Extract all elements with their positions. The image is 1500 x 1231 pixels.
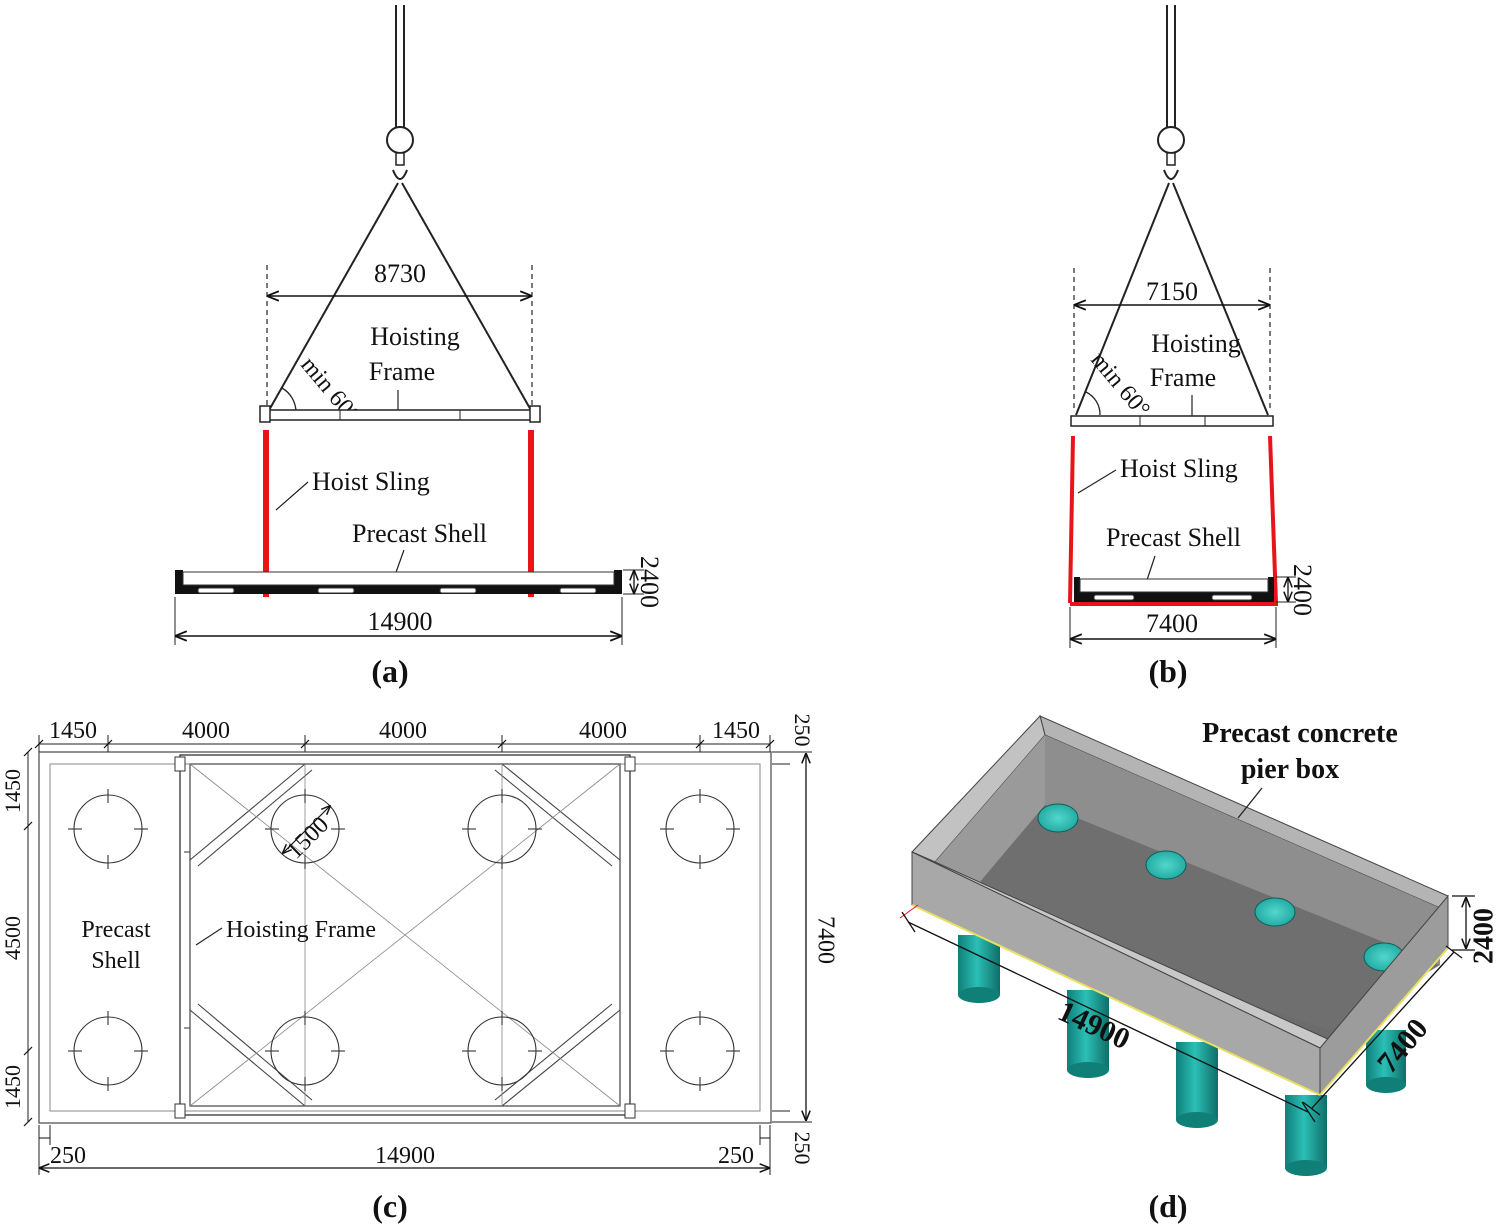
crane-hook-ball [386, 126, 414, 154]
pile [1366, 1030, 1406, 1093]
pile-hole [265, 1011, 345, 1091]
pile-hole [660, 789, 740, 869]
pile-cap [1037, 803, 1079, 833]
dim-left-1: 1450 [0, 769, 25, 813]
pile-hole [68, 789, 148, 869]
dim-left-2: 4500 [0, 916, 25, 960]
dim-top-3: 4000 [379, 718, 427, 744]
dim-8730: 8730 [374, 259, 426, 288]
pile [1285, 1095, 1327, 1176]
dim-3d-2400: 2400 [1468, 908, 1499, 964]
crane-hook-ball [1157, 126, 1185, 154]
upper-sling-left [1075, 182, 1170, 416]
length-14900: 14900 [368, 607, 433, 636]
caption-d: (d) [1148, 1188, 1187, 1224]
piles [958, 935, 1406, 1176]
panel-a: 8730 Hoisting Frame min 60° Hoist Sling … [174, 5, 664, 689]
dim-bottom-right-250: 250 [718, 1143, 754, 1169]
precast-shell-label: Precast Shell [352, 519, 487, 548]
panel-c: 1500 Precast Shell Hoisting Frame 1450 4… [0, 714, 838, 1225]
hoisting-frame-label: Hoisting Frame [226, 917, 376, 943]
width-7400: 7400 [1146, 609, 1198, 638]
dim-right-7400: 7400 [812, 916, 838, 964]
pier-box-title-line2: pier box [1241, 754, 1339, 785]
hoist-sling-right [1268, 435, 1278, 604]
pile-hole [462, 789, 542, 869]
precast-shell-side [175, 570, 622, 594]
hoist-sling-label: Hoist Sling [1120, 454, 1238, 483]
angle-min-60: min 60° [1085, 347, 1154, 423]
dim-top-1: 1450 [49, 718, 97, 744]
caption-c: (c) [372, 1188, 408, 1224]
hoisting-frame-label-line1: Hoisting [370, 322, 460, 351]
pile [958, 935, 1000, 1003]
pile-cap [1145, 850, 1187, 880]
dim-bottom-left-250: 250 [50, 1143, 86, 1169]
height-2400: 2400 [635, 556, 664, 608]
dim-top-2: 4000 [182, 718, 230, 744]
height-2400: 2400 [1288, 564, 1317, 616]
dim-7150: 7150 [1146, 277, 1198, 306]
hoisting-frame-end [1070, 415, 1274, 427]
panel-d: 14900 7400 2400 Precast concrete pier bo… [899, 715, 1499, 1224]
pile-holes [68, 789, 740, 1091]
dim-left-3: 1450 [0, 1065, 25, 1109]
pier-box-title-line1: Precast concrete [1202, 718, 1398, 749]
pile [1067, 990, 1109, 1078]
dim-right-bottom-250: 250 [790, 1132, 815, 1165]
dim-bottom-14900: 14900 [375, 1143, 435, 1169]
hoisting-frame-side [261, 409, 539, 421]
pile-hole [265, 789, 345, 869]
precast-shell-label-line2: Shell [91, 948, 141, 974]
dim-top-right-250: 250 [790, 714, 815, 747]
pile-hole [462, 1011, 542, 1091]
pile-hole [68, 1011, 148, 1091]
precast-shell-label-line1: Precast [81, 917, 151, 943]
caption-a: (a) [371, 653, 408, 689]
shell-outline [38, 751, 772, 1124]
precast-shell-label: Precast Shell [1106, 523, 1241, 552]
pile-hole [660, 1011, 740, 1091]
dim-top-5: 1450 [712, 718, 760, 744]
caption-b: (b) [1148, 653, 1187, 689]
pile-cap [1254, 897, 1296, 927]
hoisting-frame-label-line1: Hoisting [1151, 329, 1241, 358]
hoisting-frame-label-line2: Frame [1150, 363, 1216, 392]
pile-diameter-1500: 1500 [282, 812, 334, 864]
dim-top-4: 4000 [579, 718, 627, 744]
hoisting-frame-plan [179, 754, 631, 1116]
panel-b: 7150 Hoisting Frame min 60° Hoist Sling … [1068, 5, 1317, 689]
hoisting-frame-label-line2: Frame [369, 357, 435, 386]
upper-sling-right [1172, 182, 1269, 416]
hoist-sling-label: Hoist Sling [312, 467, 430, 496]
pile [1176, 1042, 1218, 1128]
hoist-sling-left [1068, 435, 1075, 604]
